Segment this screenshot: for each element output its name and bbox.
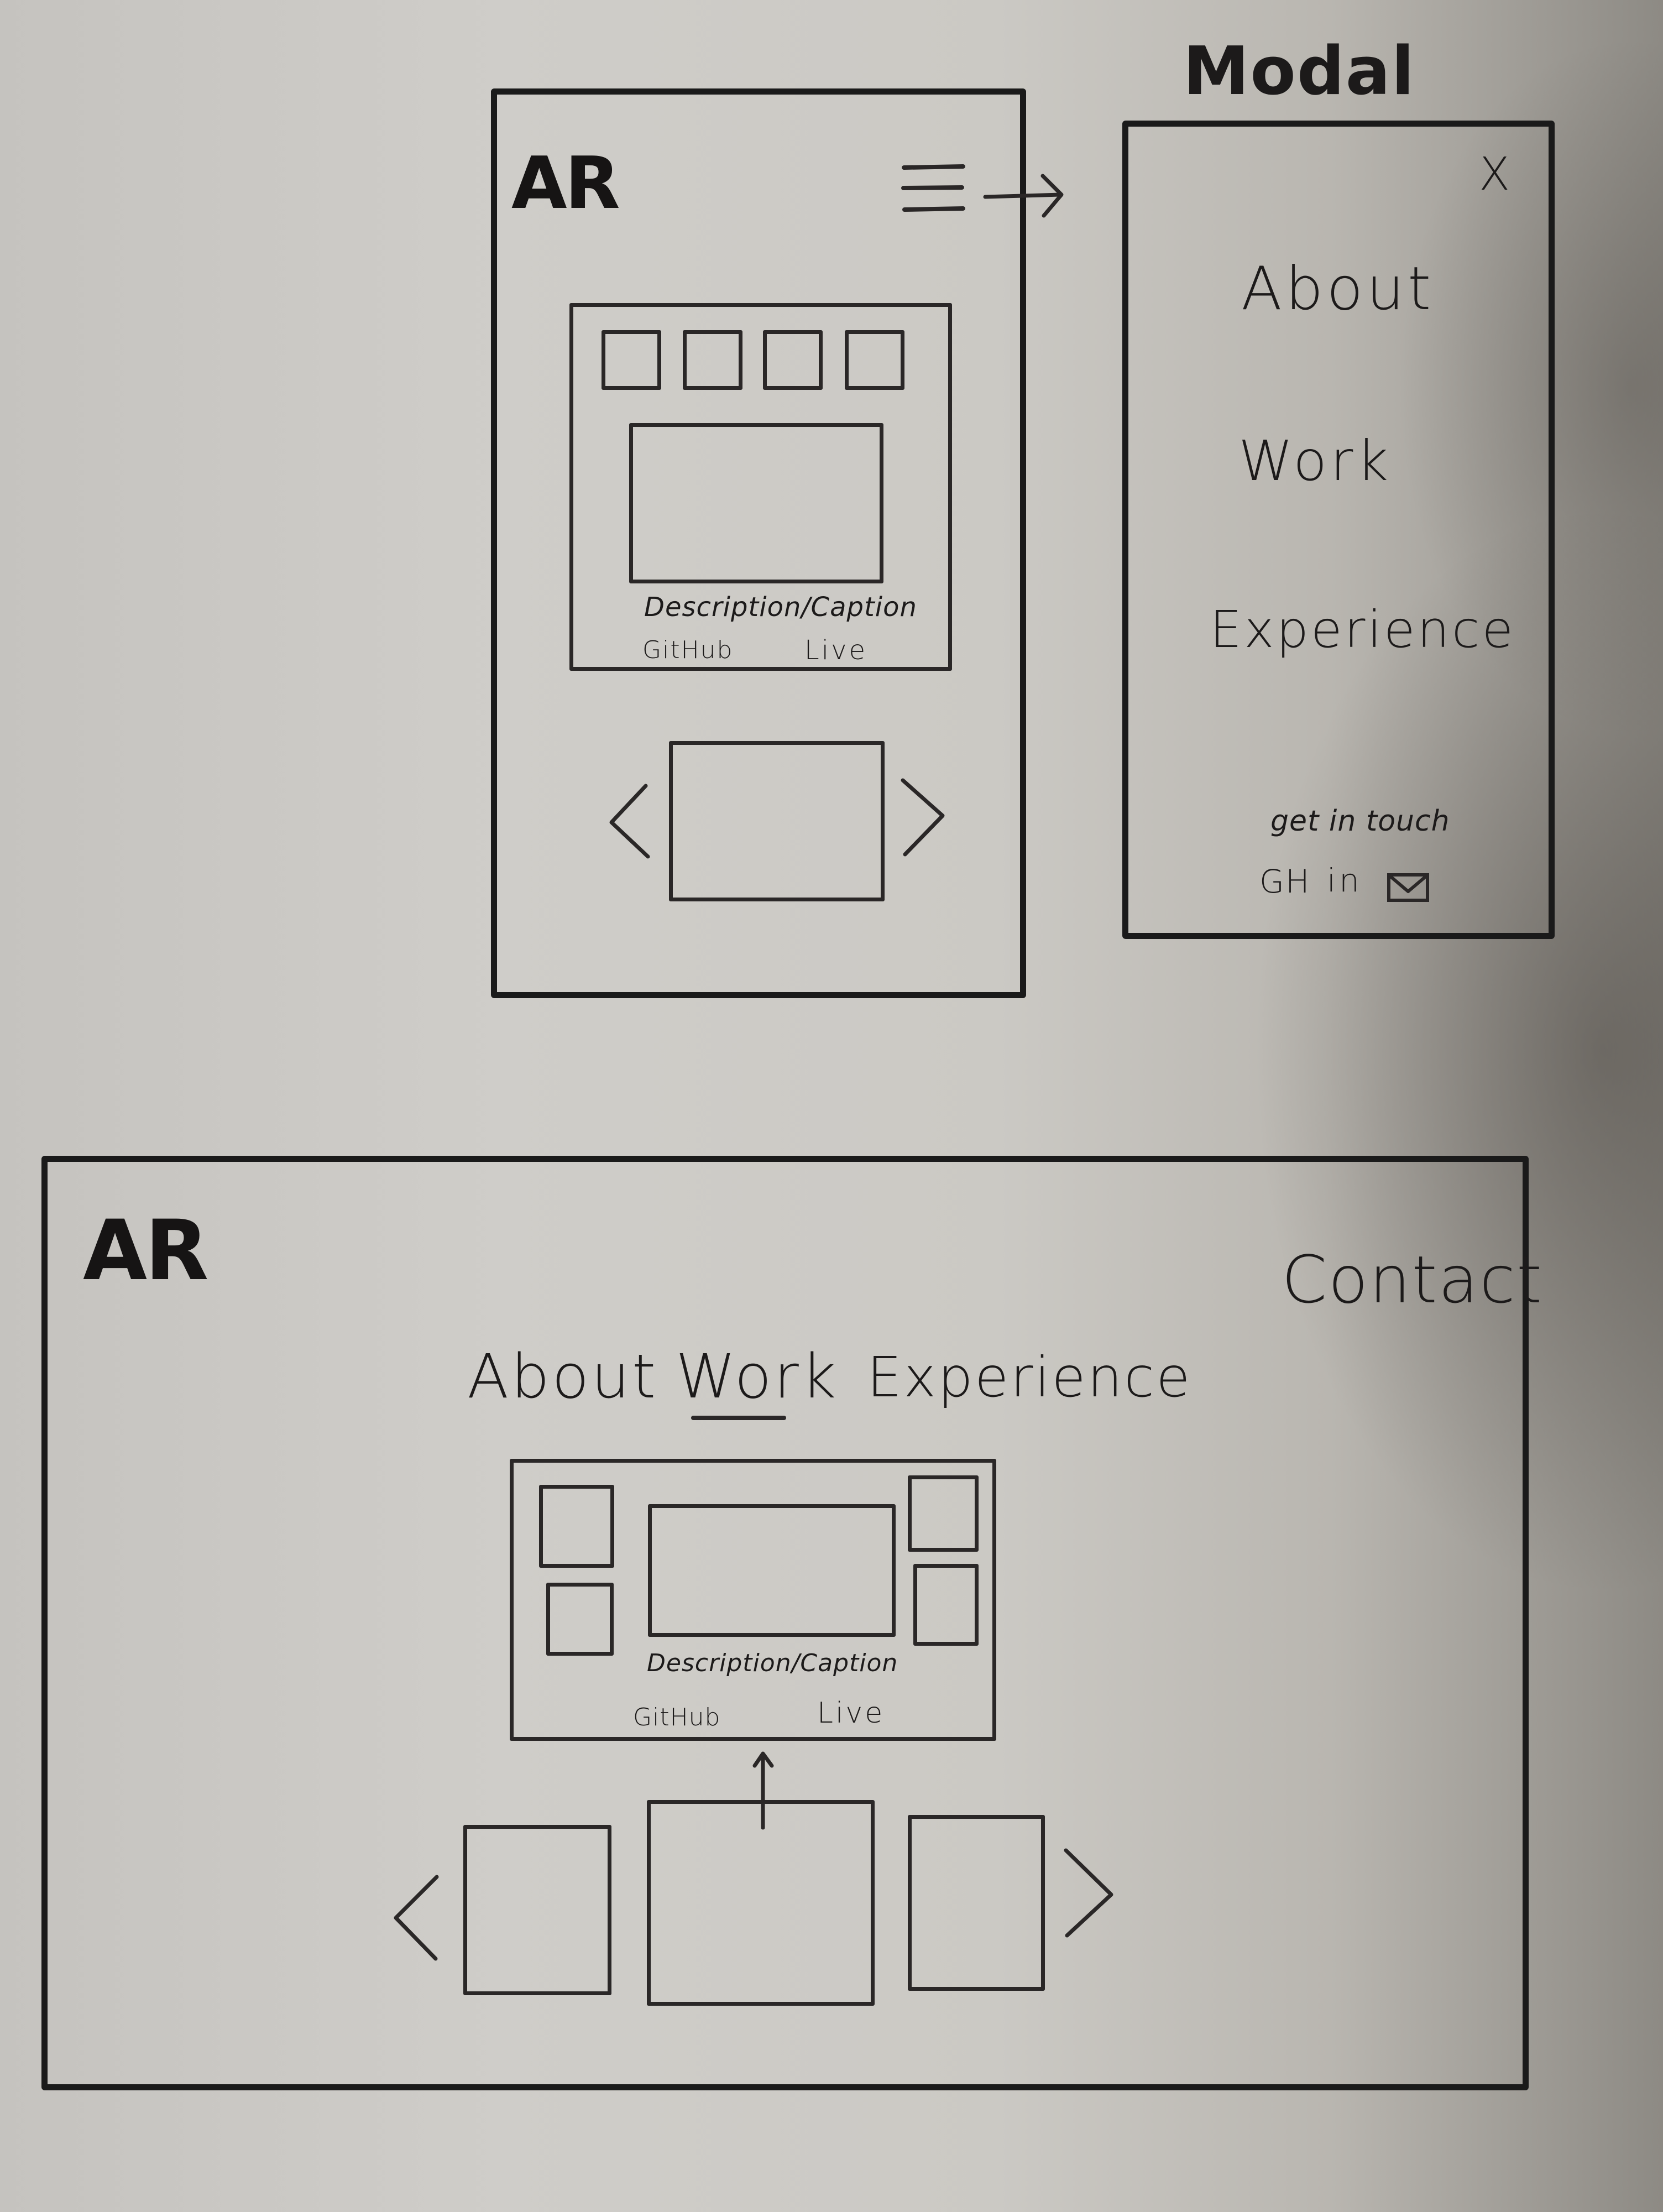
desktop-thumbnail-4[interactable] [913,1564,979,1646]
mobile-thumbnail-4[interactable] [845,330,904,390]
desktop-contact-link[interactable]: Contact [1282,1241,1544,1318]
mobile-github-link[interactable]: GitHub [642,636,734,664]
desktop-nav-about[interactable]: About [467,1341,658,1412]
hamburger-menu-icon[interactable] [901,163,968,224]
modal-title: Modal [1183,33,1415,110]
modal-frame [1122,121,1555,939]
mobile-thumbnail-1[interactable] [602,330,661,390]
mobile-thumbnail-2[interactable] [683,330,742,390]
mobile-logo[interactable]: AR [511,141,620,225]
modal-github-link[interactable]: GH [1259,863,1311,900]
mobile-frame [491,88,1026,998]
desktop-carousel-item-right[interactable] [908,1815,1045,1991]
desktop-github-link[interactable]: GitHub [633,1703,721,1731]
desktop-nav-experience[interactable]: Experience [867,1345,1192,1410]
modal-contact-heading: get in touch [1270,805,1450,838]
desktop-nav-work[interactable]: Work [676,1341,839,1412]
desktop-thumbnail-3[interactable] [908,1475,979,1552]
desktop-carousel-item-left[interactable] [463,1825,611,1995]
desktop-live-link[interactable]: Live [817,1697,885,1730]
desktop-caption: Description/Caption [647,1649,898,1677]
mail-icon[interactable] [1387,873,1430,903]
chevron-right-icon[interactable] [1061,1847,1117,1940]
modal-nav-experience[interactable]: Experience [1210,600,1516,659]
chevron-right-icon[interactable] [898,777,948,860]
desktop-thumbnail-2[interactable] [546,1583,614,1656]
chevron-left-icon[interactable] [607,782,651,860]
mobile-live-link[interactable]: Live [804,635,868,666]
mobile-main-image [629,423,883,583]
desktop-carousel-item-center[interactable] [647,1800,875,2006]
active-nav-underline [691,1416,786,1420]
modal-nav-about[interactable]: About [1241,254,1435,324]
desktop-frame [41,1156,1529,2090]
close-icon[interactable]: X [1479,148,1510,201]
mobile-thumbnail-3[interactable] [763,330,823,390]
desktop-project-card [510,1459,996,1741]
arrow-right-icon [983,174,1064,218]
chevron-left-icon[interactable] [391,1874,442,1963]
desktop-logo[interactable]: AR [83,1203,209,1299]
arrow-up-icon [752,1751,774,1830]
modal-linkedin-link[interactable]: in [1327,862,1363,899]
mobile-project-card [569,303,952,671]
mobile-caption: Description/Caption [644,592,917,623]
desktop-thumbnail-1[interactable] [539,1485,614,1568]
modal-nav-work[interactable]: Work [1238,429,1392,493]
mobile-carousel-item[interactable] [669,741,885,901]
desktop-main-image [648,1504,896,1637]
